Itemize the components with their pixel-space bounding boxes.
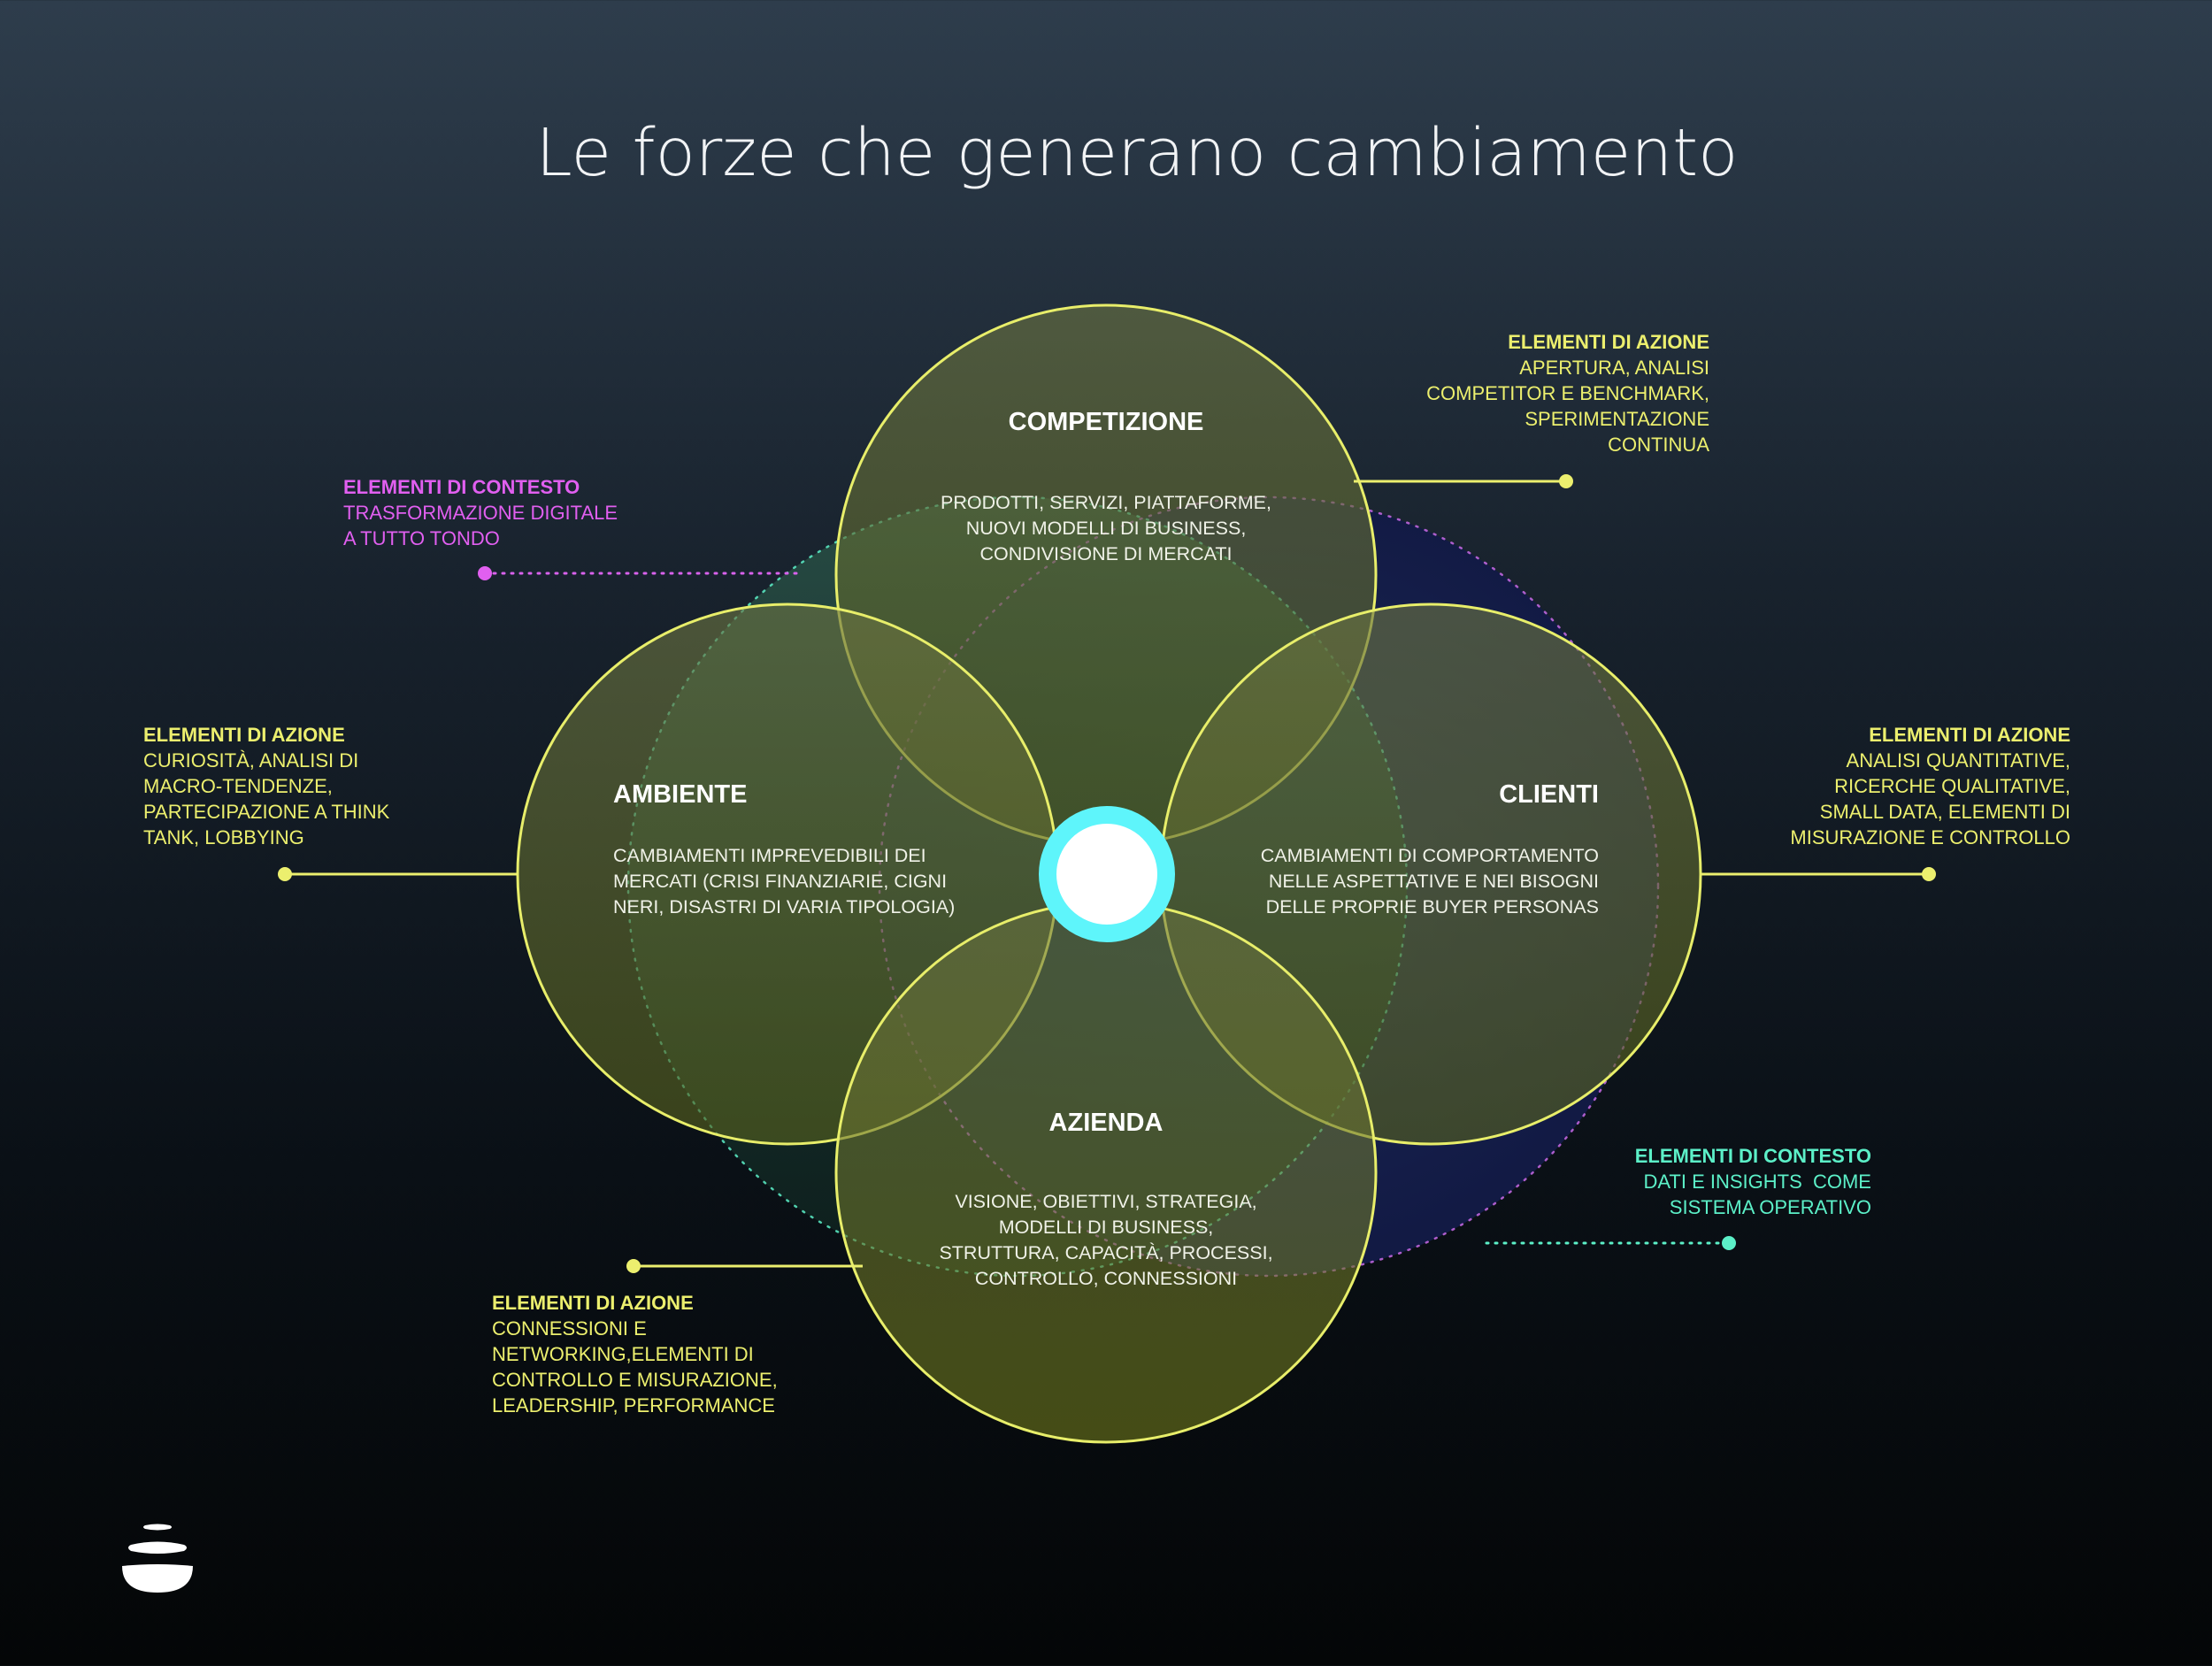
note-context-data: ELEMENTI DI CONTESTO DATI E INSIGHTS COM…: [1517, 1143, 1871, 1220]
connector-dot-right: [1922, 867, 1936, 881]
note-line: COMPETITOR E BENCHMARK,: [1426, 382, 1709, 404]
note-action-right: ELEMENTI DI AZIONE ANALISI QUANTITATIVE,…: [1717, 722, 2070, 850]
desc-azienda-line: VISIONE, OBIETTIVI, STRATEGIA,: [955, 1191, 1257, 1212]
desc-azienda-line: STRUTTURA, CAPACITÀ, PROCESSI,: [939, 1242, 1273, 1263]
connector-dot-context-magenta: [478, 566, 492, 580]
note-action-top-right: ELEMENTI DI AZIONE APERTURA, ANALISI COM…: [1356, 329, 1709, 457]
connector-dot-left: [278, 867, 292, 881]
circle-azienda: [834, 901, 1378, 1444]
desc-clienti: CAMBIAMENTI DI COMPORTAMENTO NELLE ASPET…: [1245, 843, 1599, 920]
note-line: MISURAZIONE E CONTROLLO: [1790, 826, 2070, 848]
note-line: TRASFORMAZIONE DIGITALE: [343, 502, 618, 524]
desc-competizione: PRODOTTI, SERVIZI, PIATTAFORME, NUOVI MO…: [885, 490, 1327, 567]
note-line: MACRO-TENDENZE,: [143, 775, 333, 797]
desc-clienti-line: NELLE ASPETTATIVE E NEI BISOGNI: [1268, 871, 1599, 892]
desc-competizione-line: PRODOTTI, SERVIZI, PIATTAFORME,: [941, 492, 1271, 513]
note-heading: ELEMENTI DI AZIONE: [143, 724, 345, 746]
note-heading: ELEMENTI DI AZIONE: [492, 1292, 694, 1314]
note-action-left: ELEMENTI DI AZIONE CURIOSITÀ, ANALISI DI…: [143, 722, 497, 850]
desc-clienti-line: CAMBIAMENTI DI COMPORTAMENTO: [1260, 845, 1599, 866]
note-line: SMALL DATA, ELEMENTI DI: [1819, 801, 2070, 823]
note-line: RICERCHE QUALITATIVE,: [1834, 775, 2070, 797]
center-ring: [1039, 806, 1175, 942]
note-line: PARTECIPAZIONE A THINK: [143, 801, 390, 823]
connector-dot-context-cyan: [1722, 1236, 1736, 1250]
desc-competizione-line: NUOVI MODELLI DI BUSINESS,: [965, 518, 1247, 539]
note-line: CURIOSITÀ, ANALISI DI: [143, 749, 359, 772]
note-heading: ELEMENTI DI AZIONE: [1869, 724, 2070, 746]
note-line: CONTINUA: [1608, 434, 1709, 456]
note-heading: ELEMENTI DI AZIONE: [1508, 331, 1709, 353]
note-heading: ELEMENTI DI CONTESTO: [343, 476, 580, 498]
desc-azienda-line: MODELLI DI BUSINESS,: [998, 1217, 1214, 1238]
desc-competizione-line: CONDIVISIONE DI MERCATI: [979, 543, 1233, 564]
note-line: LEADERSHIP, PERFORMANCE: [492, 1394, 775, 1416]
desc-azienda: VISIONE, OBIETTIVI, STRATEGIA, MODELLI D…: [885, 1189, 1327, 1292]
note-line: TANK, LOBBYING: [143, 826, 304, 848]
note-line: A TUTTO TONDO: [343, 527, 500, 549]
desc-ambiente: CAMBIAMENTI IMPREVEDIBILI DEI MERCATI (C…: [613, 843, 955, 920]
note-line: SISTEMA OPERATIVO: [1669, 1196, 1871, 1218]
note-line: ANALISI QUANTITATIVE,: [1846, 749, 2070, 772]
label-ambiente: AMBIENTE: [613, 780, 748, 809]
note-line: CONNESSIONI E: [492, 1317, 647, 1340]
connector-dot-bottom-left: [626, 1259, 641, 1273]
note-line: DATI E INSIGHTS COME: [1643, 1171, 1871, 1193]
desc-ambiente-line: NERI, DISASTRI DI VARIA TIPOLOGIA): [613, 896, 956, 917]
note-line: NETWORKING,ELEMENTI DI: [492, 1343, 754, 1365]
label-clienti: CLIENTI: [1499, 780, 1599, 809]
desc-clienti-line: DELLE PROPRIE BUYER PERSONAS: [1265, 896, 1599, 917]
desc-azienda-line: CONTROLLO, CONNESSIONI: [974, 1268, 1238, 1289]
connector-dot-top-right: [1559, 474, 1573, 488]
desc-ambiente-line: CAMBIAMENTI IMPREVEDIBILI DEI: [613, 845, 926, 866]
label-azienda: AZIENDA: [1048, 1109, 1164, 1137]
note-line: SPERIMENTAZIONE: [1525, 408, 1709, 430]
note-heading: ELEMENTI DI CONTESTO: [1634, 1145, 1871, 1167]
page-title: Le forze che generano cambiamento: [535, 115, 1739, 191]
note-context-digital: ELEMENTI DI CONTESTO TRASFORMAZIONE DIGI…: [343, 474, 697, 551]
stacked-stones-logo-icon: [122, 1524, 193, 1593]
label-competizione: COMPETIZIONE: [1008, 408, 1204, 436]
note-action-bottom-left: ELEMENTI DI AZIONE CONNESSIONI E NETWORK…: [492, 1290, 846, 1418]
desc-ambiente-line: MERCATI (CRISI FINANZIARIE, CIGNI: [613, 871, 948, 892]
note-line: APERTURA, ANALISI: [1519, 357, 1709, 379]
note-line: CONTROLLO E MISURAZIONE,: [492, 1369, 778, 1391]
